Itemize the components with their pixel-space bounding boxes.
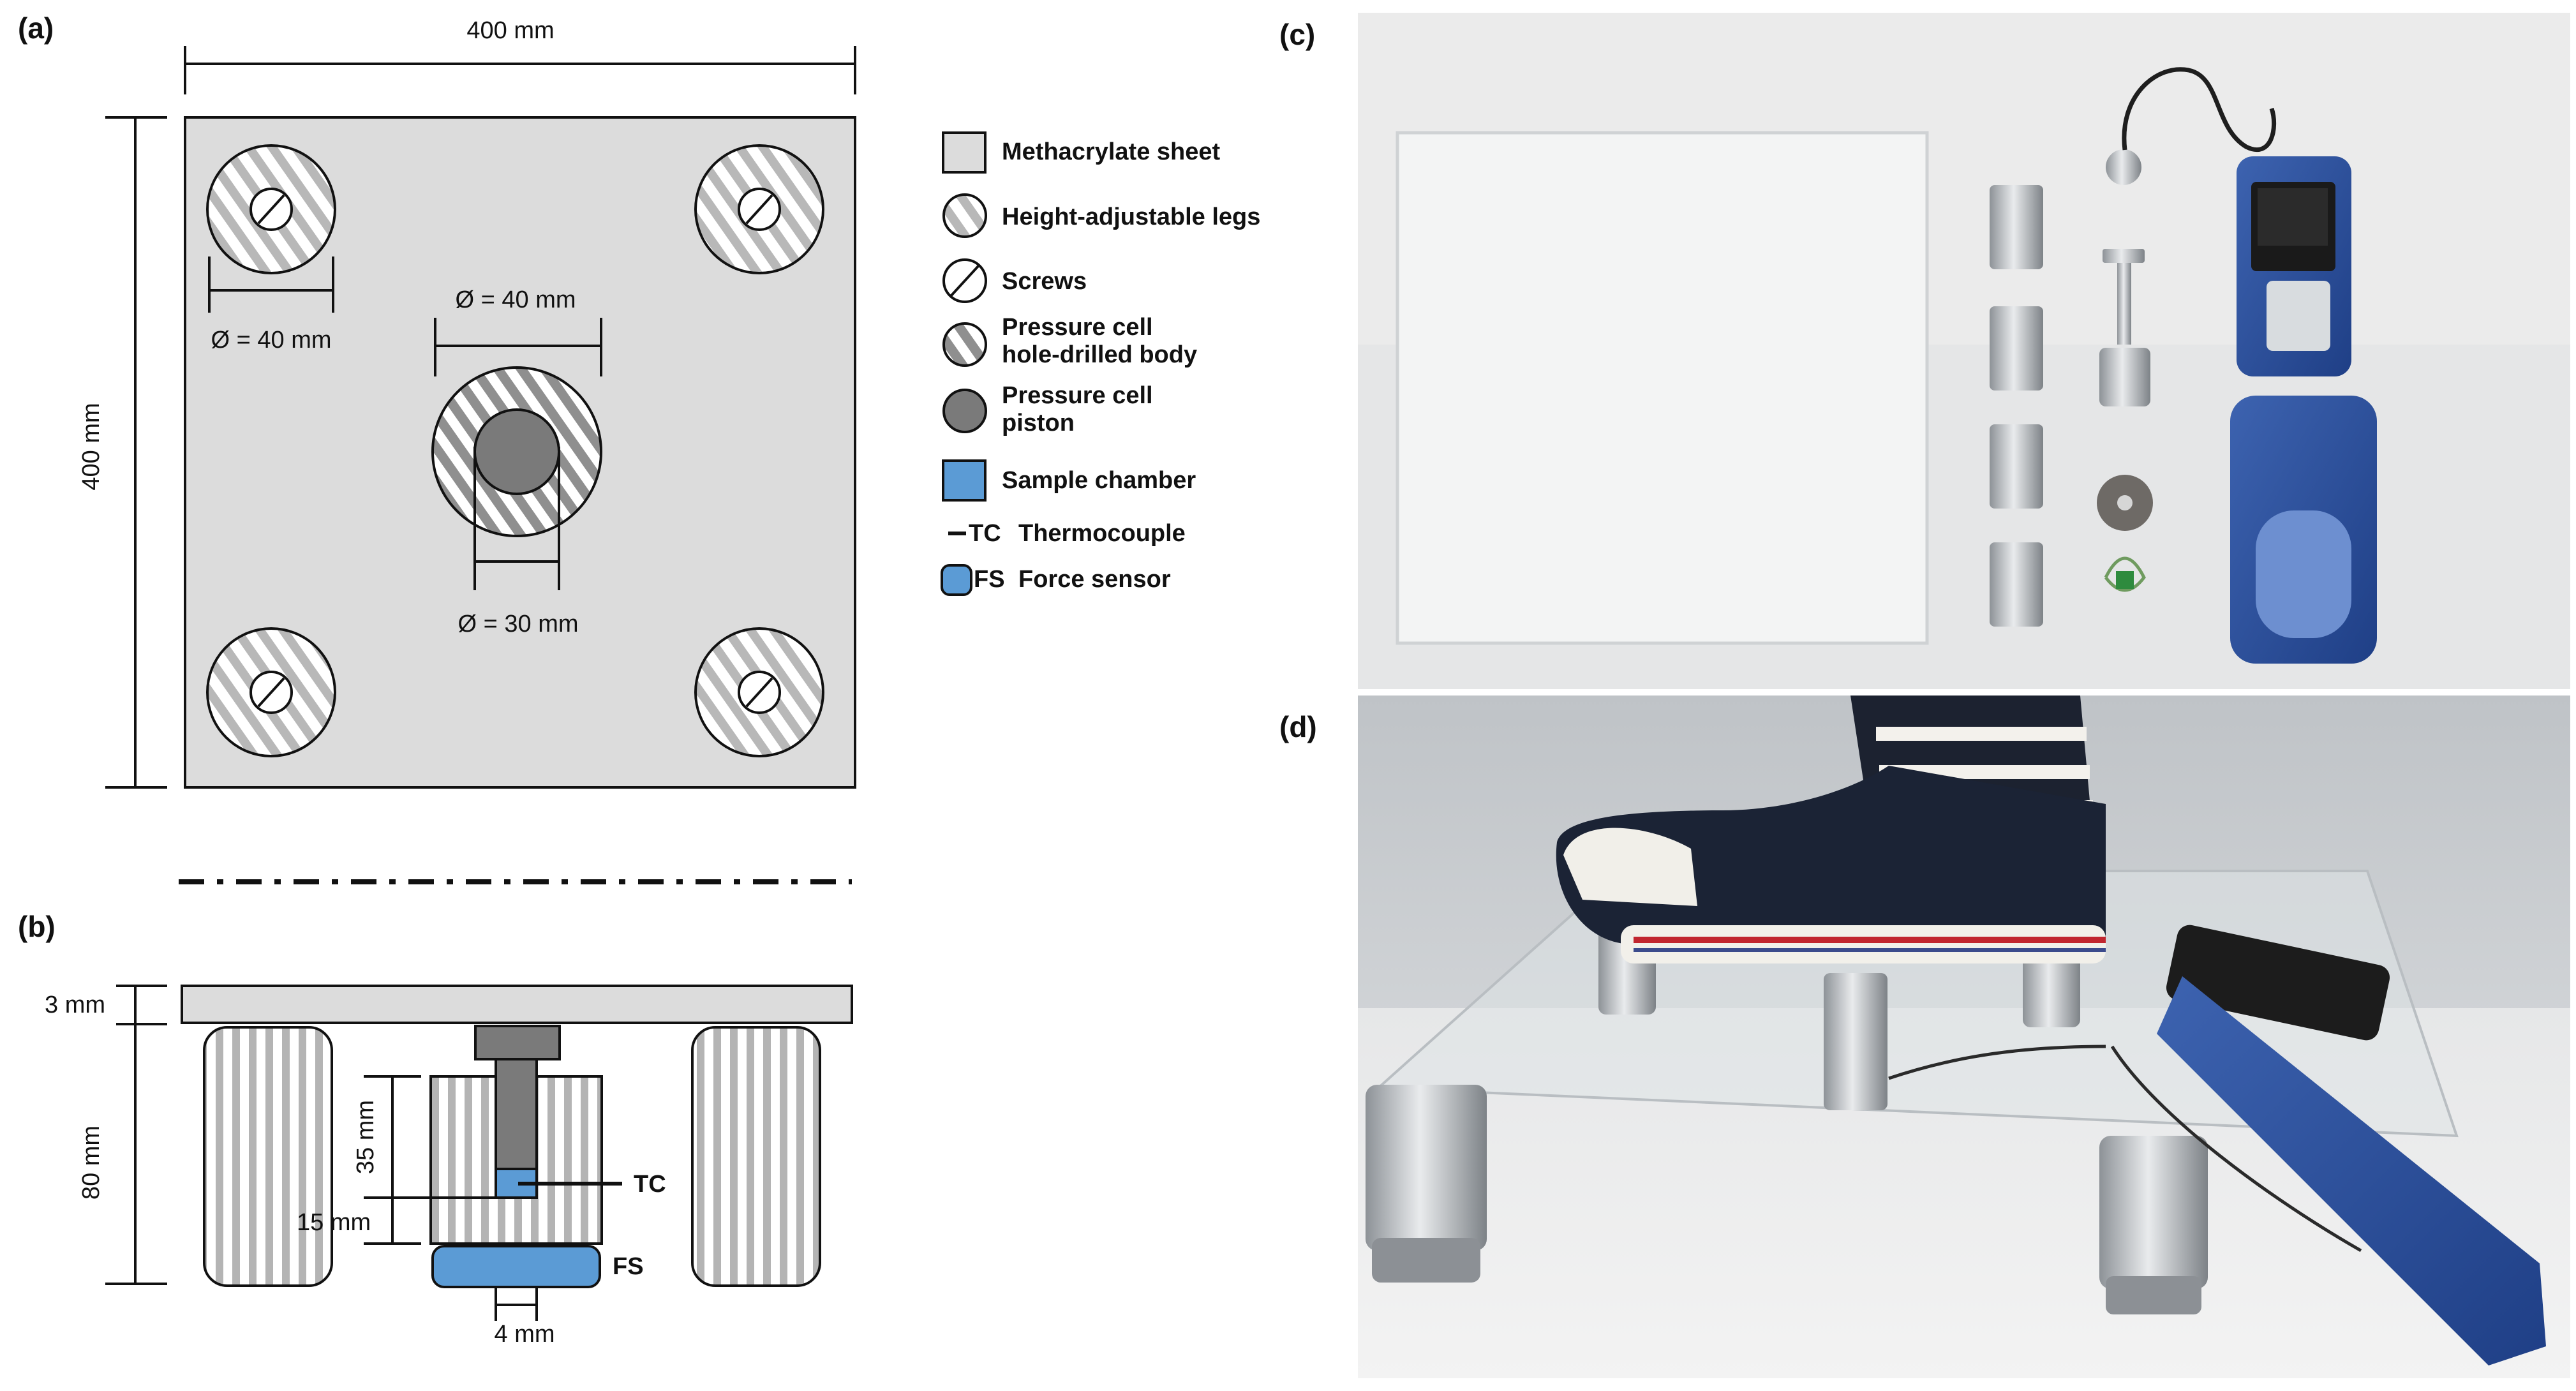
- panel-d: (d): [1279, 696, 2570, 1378]
- leg-diameter-dimension: [208, 257, 334, 313]
- legend-legs-label: Height-adjustable legs: [1002, 204, 1260, 230]
- photo-cables: [1888, 1045, 2362, 1253]
- cell-height-label: 35 mm: [352, 1100, 379, 1174]
- force-sensor: [431, 1245, 601, 1288]
- legend-sheet-label: Methacrylate sheet: [1002, 138, 1220, 165]
- legend-cell-body-swatch: [942, 322, 987, 367]
- width-dimension-label: 400 mm: [466, 17, 554, 44]
- leg-height-dimension: [105, 1024, 167, 1285]
- piston-cap: [474, 1025, 561, 1060]
- width-dimension: [184, 46, 856, 94]
- height-dimension-label: 400 mm: [78, 403, 105, 490]
- legend-item-legs: Height-adjustable legs: [942, 193, 1260, 238]
- leg-top-left: [206, 144, 336, 274]
- legend-chamber-swatch: [942, 459, 986, 502]
- cell-diameter-label: Ø = 40 mm: [456, 286, 576, 313]
- legend-cell-body-label2: hole-drilled body: [1002, 341, 1197, 368]
- legend-legs-swatch: [942, 193, 987, 238]
- legend-piston-label: Pressure cell: [1002, 382, 1153, 409]
- legend-item-cell-body: Pressure cell hole-drilled body: [942, 314, 1197, 368]
- leg-bottom-right: [694, 627, 824, 757]
- leg-side-left: [203, 1026, 333, 1287]
- photo-sneaker: [1556, 696, 2106, 963]
- legend-screws-label: Screws: [1002, 268, 1087, 295]
- chamber-height-label: 15 mm: [297, 1209, 371, 1236]
- sheet-thickness-dimension: [116, 985, 167, 1025]
- photo-front-legs: [1366, 1085, 2208, 1314]
- legend-fs-swatch: [941, 564, 972, 596]
- fs-label: FS: [613, 1253, 644, 1280]
- legend: Methacrylate sheet Height-adjustable leg…: [941, 131, 1260, 596]
- panel-b-label: (b): [18, 910, 56, 943]
- pressure-cell-piston-top: [473, 408, 560, 495]
- panel-b: (b) 3 mm 80 mm TC FS: [18, 910, 853, 1348]
- cell-diameter-dimension: [434, 318, 602, 376]
- panel-c-label: (c): [1279, 18, 1315, 51]
- sheet-thickness-label: 3 mm: [45, 992, 105, 1018]
- photo-handheld-reader: [2237, 156, 2351, 376]
- legend-fs-label: Force sensor: [1018, 566, 1171, 593]
- legend-chamber-label: Sample chamber: [1002, 467, 1196, 494]
- piston-shaft: [495, 1058, 538, 1170]
- photo-pressure-cell: [1824, 973, 1887, 1110]
- photo-cable: [2122, 67, 2277, 152]
- leg-height-label: 80 mm: [78, 1126, 105, 1200]
- legend-item-piston: Pressure cell piston: [942, 382, 1153, 436]
- photo-reader-d: [2157, 925, 2546, 1365]
- legend-item-chamber: Sample chamber: [942, 459, 1196, 502]
- leg-diameter-label: Ø = 40 mm: [211, 327, 332, 353]
- photo-c: [1358, 13, 2570, 689]
- panel-a: (a) 400 mm 400 mm: [18, 11, 856, 884]
- piston-diameter-label: Ø = 30 mm: [458, 611, 579, 637]
- piston-diameter-dimension: [473, 447, 560, 590]
- legend-tc-abbr: TC: [969, 520, 1001, 547]
- height-dimension: [105, 116, 167, 789]
- legend-tc-label: Thermocouple: [1018, 520, 1186, 547]
- photo-force-sensor: [2230, 396, 2377, 664]
- cell-height-dimension: [364, 1075, 520, 1245]
- chamber-width-dimension: [495, 1286, 538, 1321]
- photo-legs: [1990, 185, 2043, 627]
- photo-d: [1358, 696, 2570, 1378]
- leg-bottom-left: [206, 627, 336, 757]
- methacrylate-sheet-side: [181, 985, 853, 1024]
- legend-item-force-sensor: FS Force sensor: [941, 564, 1171, 596]
- legend-item-thermocouple: TC Thermocouple: [948, 520, 1186, 547]
- legend-piston-label2: piston: [1002, 410, 1075, 436]
- leg-top-right: [694, 144, 824, 274]
- legend-sheet-swatch: [942, 131, 986, 174]
- legend-fs-abbr: FS: [974, 566, 1005, 593]
- legend-item-sheet: Methacrylate sheet: [942, 131, 1220, 174]
- legend-piston-swatch: [942, 389, 987, 433]
- panel-a-label: (a): [18, 11, 54, 45]
- photo-cell-parts: [2097, 149, 2153, 592]
- legend-item-screws: Screws: [942, 258, 1087, 303]
- panel-c: (c): [1279, 13, 2570, 689]
- tc-label: TC: [634, 1171, 666, 1198]
- panel-d-label: (d): [1279, 710, 1317, 743]
- leg-side-right: [691, 1026, 821, 1287]
- legend-cell-body-label: Pressure cell: [1002, 314, 1153, 341]
- chamber-width-label: 4 mm: [495, 1321, 555, 1348]
- photo-glass-sheet: [1396, 131, 1929, 645]
